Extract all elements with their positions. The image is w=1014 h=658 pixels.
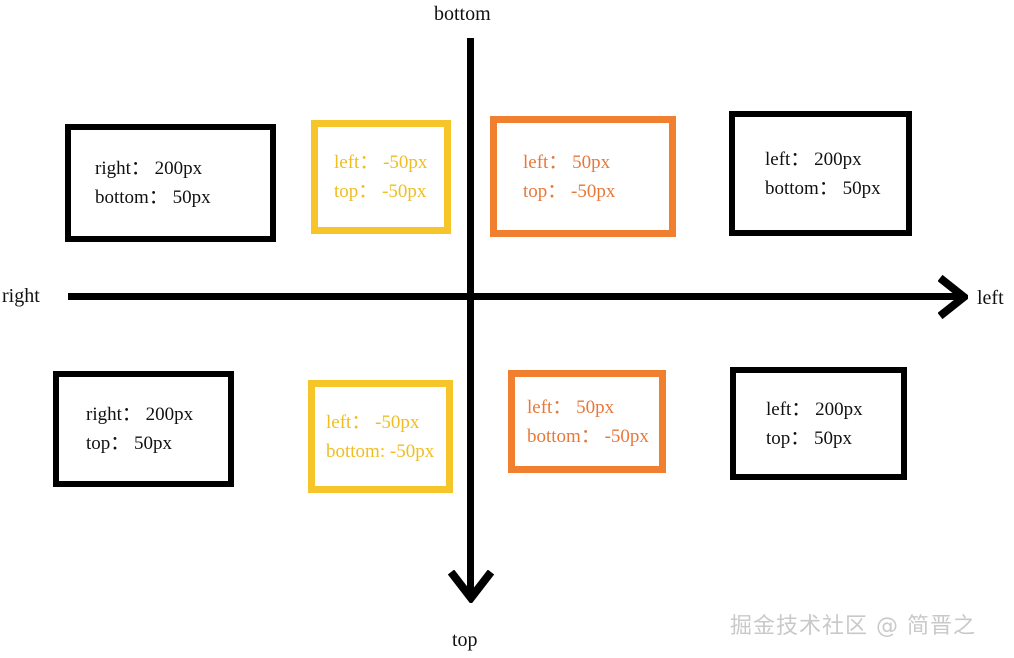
note-line: left： 50px: [523, 151, 611, 173]
note-box-top-right-black: left： 200px bottom： 50px: [729, 111, 912, 236]
note-box-top-center-yellow: left： -50px top： -50px: [311, 120, 451, 234]
note-line: top： -50px: [334, 181, 427, 202]
note-line: top： 50px: [86, 433, 173, 454]
note-line: left： 50px: [527, 396, 615, 418]
horizontal-axis-line: [68, 293, 960, 300]
note-line: bottom: -50px: [326, 440, 435, 462]
arrow-right-icon: [938, 272, 968, 322]
watermark: 掘金技术社区 @ 简晋之: [730, 614, 976, 639]
note-box-bottom-center-right-orange: left： 50px bottom： -50px: [508, 370, 666, 473]
axis-label-bottom: bottom: [434, 3, 491, 25]
note-line: right： 200px: [95, 158, 203, 179]
note-box-top-left-black: right： 200px bottom： 50px: [65, 124, 276, 242]
note-line: bottom： 50px: [95, 187, 211, 208]
note-box-bottom-left-black: right： 200px top： 50px: [53, 371, 234, 487]
note-line: left： -50px: [334, 152, 428, 173]
axis-label-top: top: [452, 629, 478, 651]
note-line: top： 50px: [766, 427, 853, 449]
vertical-axis-line: [467, 38, 474, 594]
note-line: bottom： -50px: [527, 425, 649, 447]
note-line: left： -50px: [326, 411, 420, 433]
note-line: top： -50px: [523, 180, 616, 202]
axis-label-right: right: [2, 285, 40, 307]
note-box-bottom-center-yellow: left： -50px bottom: -50px: [308, 380, 453, 493]
arrow-down-icon: [446, 570, 496, 603]
note-line: right： 200px: [86, 404, 194, 425]
note-box-bottom-right-black: left： 200px top： 50px: [730, 367, 907, 480]
axis-label-left: left: [977, 287, 1004, 309]
note-line: bottom： 50px: [765, 177, 881, 199]
note-box-top-center-right-orange: left： 50px top： -50px: [490, 116, 676, 237]
note-line: left： 200px: [766, 398, 863, 420]
note-line: left： 200px: [765, 148, 862, 170]
